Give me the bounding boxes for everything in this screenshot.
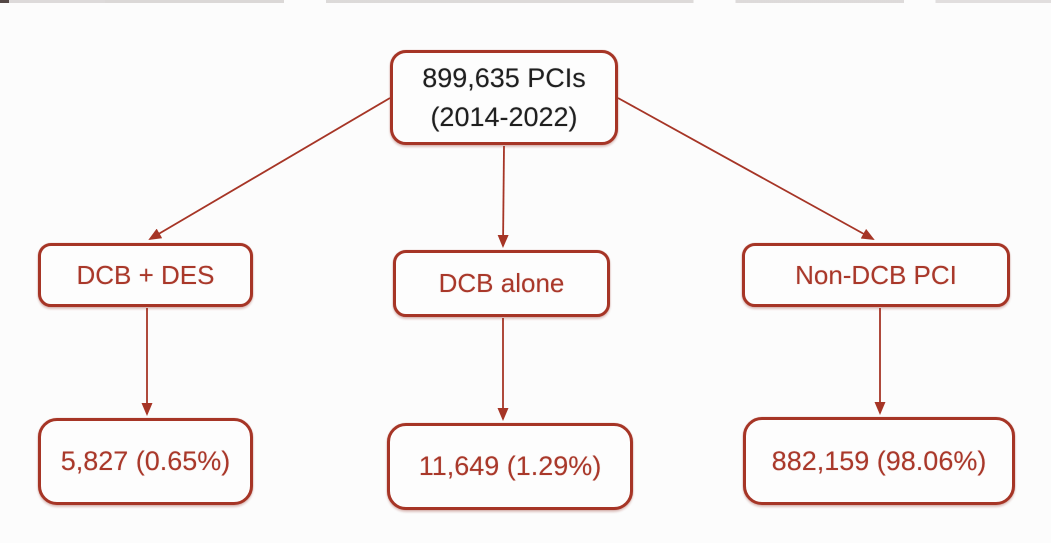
edge-root-to-non-dcb: [617, 97, 875, 240]
edge-root-to-dcb-des: [148, 97, 391, 241]
node-count-non-dcb-pci-label: 882,159 (98.06%): [771, 445, 987, 476]
node-non-dcb-pci-label: Non-DCB PCI: [795, 259, 957, 290]
node-dcb-alone-label: DCB alone: [438, 268, 565, 298]
node-dcb-plus-des-label: DCB + DES: [76, 259, 215, 290]
edge-root-to-dcb-alone: [497, 145, 509, 248]
node-total-pcis: 899,635 PCIs (2014-2022): [390, 50, 618, 145]
node-count-dcb-alone: 11,649 (1.29%): [387, 423, 633, 510]
node-non-dcb-pci: Non-DCB PCI: [742, 243, 1010, 307]
node-dcb-plus-des: DCB + DES: [38, 243, 253, 307]
node-dcb-alone: DCB alone: [393, 250, 610, 317]
node-count-dcb-plus-des: 5,827 (0.65%): [38, 418, 253, 505]
node-count-dcb-plus-des-label: 5,827 (0.65%): [60, 446, 231, 476]
node-total-pcis-label: 899,635 PCIs (2014-2022): [422, 63, 586, 132]
video-artifact-strip: [0, 0, 1051, 3]
node-count-non-dcb-pci: 882,159 (98.06%): [743, 417, 1015, 505]
node-count-dcb-alone-label: 11,649 (1.29%): [418, 451, 602, 481]
